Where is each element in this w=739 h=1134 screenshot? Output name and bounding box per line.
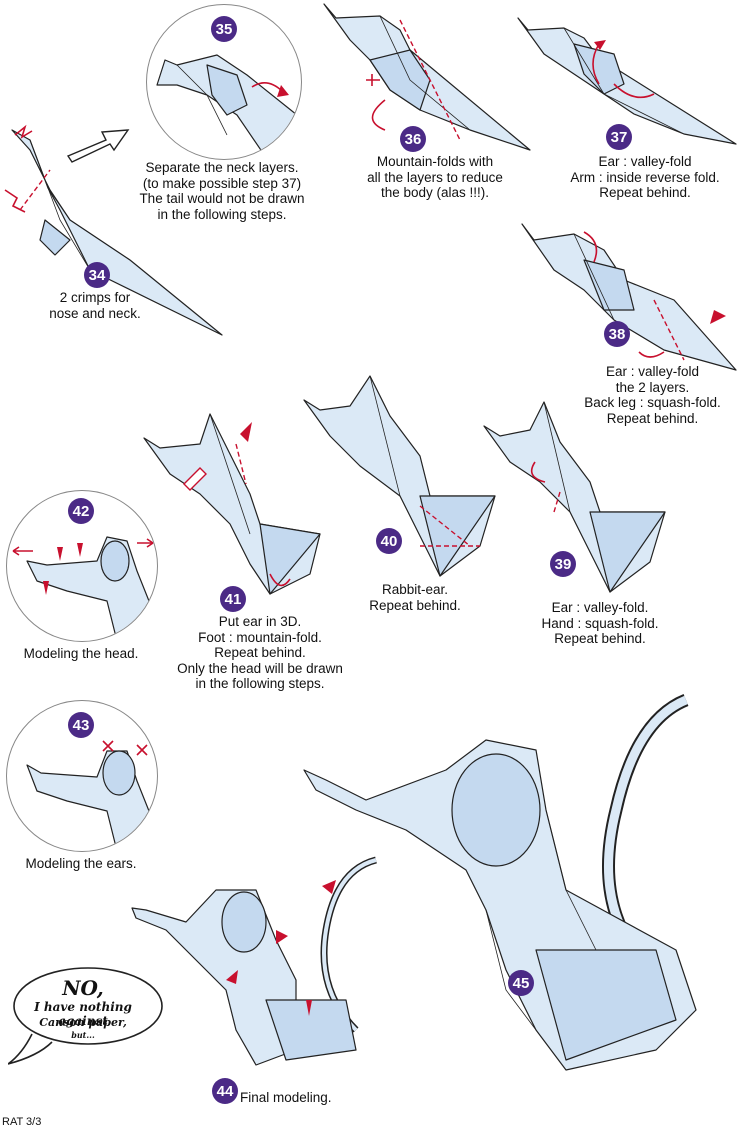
step-43-diagram bbox=[26, 740, 157, 851]
step-44-diagram bbox=[131, 856, 378, 1066]
step-caption: Modeling the head. bbox=[23, 646, 139, 661]
step-45-diagram bbox=[303, 693, 697, 1071]
step-caption: Modeling the ears. bbox=[25, 856, 137, 871]
speech-line-4: but... bbox=[71, 1030, 95, 1040]
step-badge: 44 bbox=[212, 1078, 238, 1104]
step-badge: 34 bbox=[84, 262, 110, 288]
step-badge: 37 bbox=[606, 124, 632, 150]
next-arrow-icon bbox=[66, 129, 130, 163]
speech-line-2: I have nothing against bbox=[34, 1000, 132, 1028]
page-footer: RAT 3/3 bbox=[2, 1116, 42, 1128]
step-badge: 36 bbox=[400, 126, 426, 152]
step-34-diagram bbox=[4, 124, 223, 336]
speech-line-3: Canson paper, bbox=[39, 1016, 127, 1029]
step-39-diagram bbox=[483, 401, 666, 593]
step-badge: 38 bbox=[604, 321, 630, 347]
step-badge: 41 bbox=[220, 586, 246, 612]
step-36-diagram bbox=[323, 3, 531, 151]
step-caption: Ear : valley-fold.Hand : squash-fold.Rep… bbox=[541, 600, 659, 646]
step-caption: Separate the neck layers.(to make possib… bbox=[139, 160, 305, 222]
step-caption: Rabbit-ear.Repeat behind. bbox=[369, 582, 461, 613]
step-badge: 39 bbox=[550, 551, 576, 577]
step-38-diagram bbox=[521, 223, 737, 371]
step-badge: 35 bbox=[211, 16, 237, 42]
step-41-diagram bbox=[143, 413, 321, 595]
step-37-diagram bbox=[517, 17, 737, 145]
step-42-diagram bbox=[12, 536, 157, 641]
step-badge: 42 bbox=[68, 498, 94, 524]
step-badge: 45 bbox=[508, 970, 534, 996]
speech-bubble-outline bbox=[8, 967, 163, 1065]
step-badge: 43 bbox=[68, 712, 94, 738]
speech-line-1: NO, bbox=[62, 976, 104, 1000]
speech-bubble: NO, I have nothing against Canson paper,… bbox=[8, 966, 163, 1065]
step-caption: Final modeling. bbox=[240, 1090, 332, 1105]
step-badge: 40 bbox=[376, 528, 402, 554]
step-caption: Put ear in 3D.Foot : mountain-fold.Repea… bbox=[177, 614, 343, 691]
step-40-diagram bbox=[303, 375, 496, 577]
step-35-diagram bbox=[156, 54, 301, 159]
